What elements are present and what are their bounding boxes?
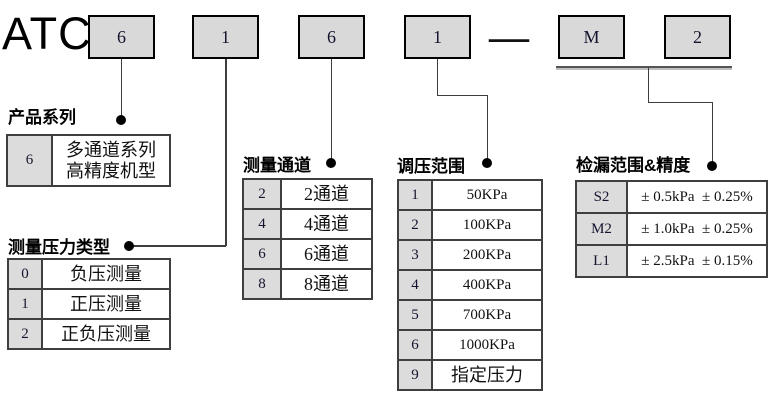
desc-cell: 8通道 bbox=[304, 273, 349, 294]
code-cell: S2 bbox=[577, 182, 628, 212]
code-separator-dash: — bbox=[489, 14, 529, 59]
connector-leak-vline1 bbox=[647, 68, 649, 103]
code-cell: 0 bbox=[9, 260, 43, 288]
connector-series-dot bbox=[116, 115, 126, 125]
section-title-leak: 检漏范围&精度 bbox=[576, 156, 691, 175]
connector-leak-underline bbox=[556, 66, 732, 68]
table-row: 1 正压测量 bbox=[9, 288, 169, 318]
range-table: 1 50KPa 2 100KPa 3 200KPa 4 400KPa 5 700… bbox=[397, 179, 543, 391]
connector-pressure-type-dot bbox=[124, 241, 134, 251]
code-cell: M2 bbox=[577, 214, 628, 244]
desc-cell: 2通道 bbox=[304, 183, 349, 204]
connector-leak-hline bbox=[648, 101, 713, 103]
table-row: L1 ± 2.5kPa ± 0.15% bbox=[577, 244, 766, 276]
section-title-range: 调压范围 bbox=[397, 157, 465, 176]
series-table: 6 多通道系列 高精度机型 bbox=[6, 134, 171, 187]
code-cell: 3 bbox=[399, 241, 433, 269]
desc-cell: 200KPa bbox=[462, 246, 512, 263]
table-row: 1 50KPa bbox=[399, 181, 541, 209]
code-cell: 6 bbox=[399, 331, 433, 359]
code-cell: 4 bbox=[399, 271, 433, 299]
code-box-pressure-type: 1 bbox=[192, 15, 259, 59]
pressure-type-table: 0 负压测量 1 正压测量 2 正负压测量 bbox=[7, 258, 171, 350]
connector-pressure-type-vline bbox=[225, 59, 227, 246]
table-row: 4 400KPa bbox=[399, 269, 541, 299]
code-cell: 2 bbox=[9, 320, 43, 348]
section-title-channels: 测量通道 bbox=[243, 156, 311, 175]
section-title-pressure-type: 测量压力类型 bbox=[8, 238, 110, 257]
leak-table: S2 ± 0.5kPa ± 0.25% M2 ± 1.0kPa ± 0.25% … bbox=[575, 180, 768, 278]
table-row: 6 6通道 bbox=[244, 238, 371, 268]
table-row: 9 指定压力 bbox=[399, 359, 541, 389]
table-row: 6 1000KPa bbox=[399, 329, 541, 359]
table-row: 2 100KPa bbox=[399, 209, 541, 239]
desc-cell: 1000KPa bbox=[459, 336, 515, 353]
table-row: 3 200KPa bbox=[399, 239, 541, 269]
table-row: 8 8通道 bbox=[244, 268, 371, 298]
series-code-cell: 6 bbox=[8, 136, 53, 185]
section-title-series: 产品系列 bbox=[8, 108, 76, 127]
connector-channels-line bbox=[330, 59, 332, 160]
code-box-channels: 6 bbox=[298, 15, 365, 59]
code-cell: 6 bbox=[244, 240, 282, 268]
code-cell: L1 bbox=[577, 246, 628, 276]
connector-series-line bbox=[120, 59, 122, 116]
table-row: 0 负压测量 bbox=[9, 260, 169, 288]
table-row: 2 2通道 bbox=[244, 180, 371, 208]
code-cell: 1 bbox=[399, 181, 433, 209]
brand-logo: ATC bbox=[2, 8, 92, 59]
table-row: 2 正负压测量 bbox=[9, 318, 169, 348]
code-cell: 9 bbox=[399, 361, 433, 389]
code-cell: 4 bbox=[244, 210, 282, 238]
desc-cell: 700KPa bbox=[462, 306, 512, 323]
desc-cell: 正负压测量 bbox=[61, 323, 151, 344]
connector-leak-vline2 bbox=[711, 101, 713, 163]
desc-cell: 100KPa bbox=[462, 216, 512, 233]
desc-cell: 负压测量 bbox=[70, 263, 142, 284]
table-row: 6 多通道系列 高精度机型 bbox=[8, 136, 169, 185]
connector-channels-dot bbox=[326, 158, 336, 168]
connector-range-vline2 bbox=[486, 94, 488, 160]
code-cell: 2 bbox=[244, 180, 282, 208]
desc-cell: ± 1.0kPa ± 0.25% bbox=[641, 220, 753, 237]
channels-table: 2 2通道 4 4通道 6 6通道 8 8通道 bbox=[242, 178, 373, 300]
desc-cell: ± 2.5kPa ± 0.15% bbox=[641, 252, 753, 269]
code-box-leak-digit: 2 bbox=[664, 15, 731, 59]
table-row: M2 ± 1.0kPa ± 0.25% bbox=[577, 212, 766, 244]
code-box-series: 6 bbox=[88, 15, 155, 59]
desc-cell: 指定压力 bbox=[451, 364, 523, 385]
code-cell: 1 bbox=[9, 290, 43, 318]
table-row: 5 700KPa bbox=[399, 299, 541, 329]
series-desc-cell: 多通道系列 高精度机型 bbox=[66, 139, 156, 181]
connector-pressure-type-hline bbox=[131, 245, 226, 247]
desc-cell: ± 0.5kPa ± 0.25% bbox=[641, 188, 753, 205]
code-cell: 8 bbox=[244, 270, 282, 298]
code-cell: 5 bbox=[399, 301, 433, 329]
connector-leak-dot bbox=[707, 161, 717, 171]
desc-cell: 正压测量 bbox=[70, 293, 142, 314]
table-row: S2 ± 0.5kPa ± 0.25% bbox=[577, 182, 766, 212]
desc-cell: 50KPa bbox=[466, 186, 508, 203]
desc-cell: 4通道 bbox=[304, 213, 349, 234]
code-cell: 2 bbox=[399, 211, 433, 239]
desc-cell: 6通道 bbox=[304, 243, 349, 264]
table-row: 4 4通道 bbox=[244, 208, 371, 238]
connector-range-hline bbox=[437, 94, 488, 96]
connector-range-dot bbox=[482, 158, 492, 168]
desc-cell: 400KPa bbox=[462, 276, 512, 293]
connector-range-vline1 bbox=[436, 59, 438, 96]
code-box-leak-grade: M bbox=[558, 15, 625, 59]
code-box-range: 1 bbox=[404, 15, 471, 59]
